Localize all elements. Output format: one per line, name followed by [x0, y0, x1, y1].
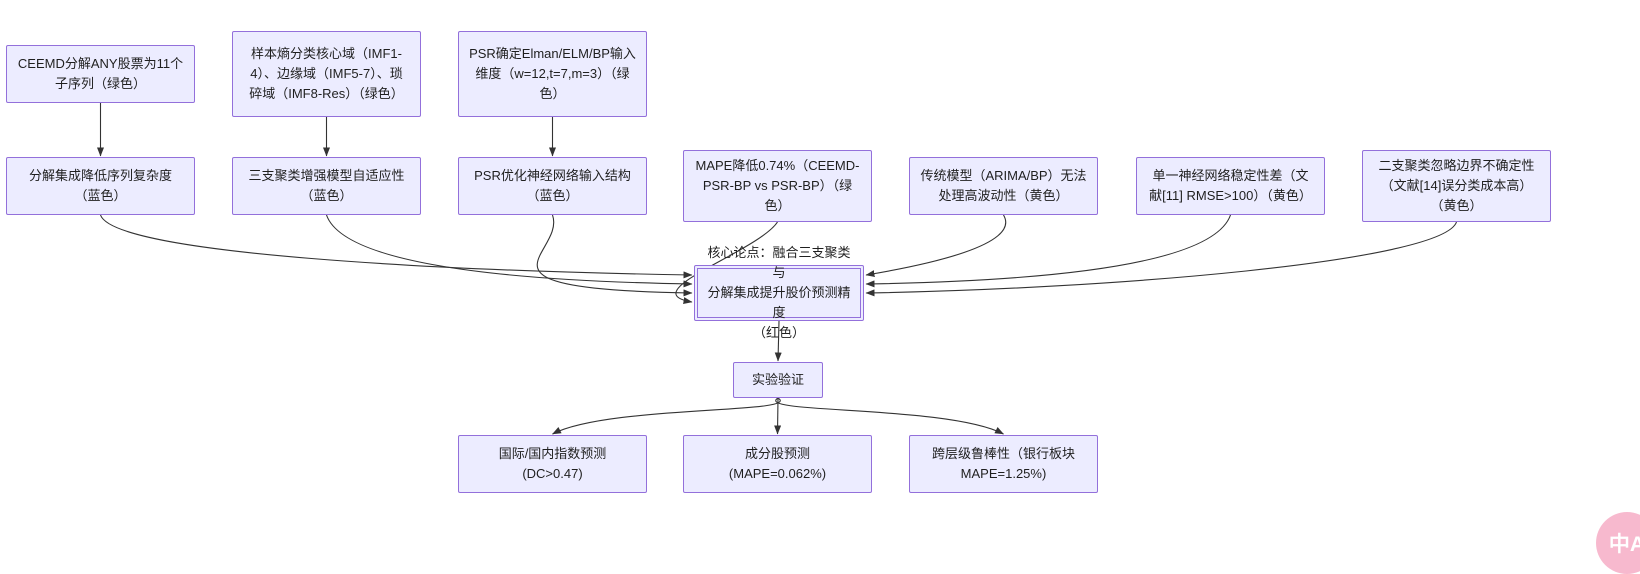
edge-verify-to-r3 — [775, 397, 1004, 435]
node-r2[interactable]: 成分股预测 (MAPE=0.062%) — [683, 435, 872, 493]
node-r3[interactable]: 跨层级鲁棒性（银行板块 MAPE=1.25%) — [909, 435, 1098, 493]
watermark-badge: 中A — [1596, 512, 1640, 574]
node-n6[interactable]: PSR优化神经网络输入结构 （蓝色） — [458, 157, 647, 215]
edge-n8-to-core — [865, 214, 1007, 278]
node-n5[interactable]: 三支聚类增强模型自适应性 （蓝色） — [232, 157, 421, 215]
node-core[interactable]: 核心论点：融合三支聚类与 分解集成提升股价预测精度 （红色） — [694, 245, 864, 340]
watermark-label: 中A — [1608, 533, 1640, 556]
edge-n6-to-core — [536, 214, 693, 297]
node-r1[interactable]: 国际/国内指数预测 (DC>0.47) — [458, 435, 647, 493]
edge-n10-to-core — [865, 221, 1458, 297]
node-verify[interactable]: 实验验证 — [733, 362, 823, 398]
node-n3[interactable]: PSR确定Elman/ELM/BP输入 维度（w=12,t=7,m=3）（绿 色… — [458, 31, 647, 117]
node-n10[interactable]: 二支聚类忽略边界不确定性 （文献[14]误分类成本高） （黄色） — [1362, 150, 1551, 222]
node-n1[interactable]: CEEMD分解ANY股票为11个 子序列（绿色） — [6, 45, 195, 103]
node-n8[interactable]: 传统模型（ARIMA/BP）无法 处理高波动性（黄色） — [909, 157, 1098, 215]
edge-verify-to-r2 — [774, 397, 782, 435]
edge-n4-to-core — [99, 214, 693, 279]
edge-verify-to-r1 — [552, 397, 781, 435]
edge-n9-to-core — [865, 214, 1232, 288]
node-n4[interactable]: 分解集成降低序列复杂度 （蓝色） — [6, 157, 195, 215]
node-n7[interactable]: MAPE降低0.74%（CEEMD- PSR-BP vs PSR-BP）（绿 色… — [683, 150, 872, 222]
node-core-inner: 核心论点：融合三支聚类与 分解集成提升股价预测精度 （红色） — [697, 245, 861, 340]
node-n2[interactable]: 样本熵分类核心域（IMF1- 4）、边缘域（IMF5-7）、琐 碎域（IMF8-… — [232, 31, 421, 117]
node-n9[interactable]: 单一神经网络稳定性差（文 献[11] RMSE>100）（黄色） — [1136, 157, 1325, 215]
edge-n5-to-core — [325, 214, 693, 288]
